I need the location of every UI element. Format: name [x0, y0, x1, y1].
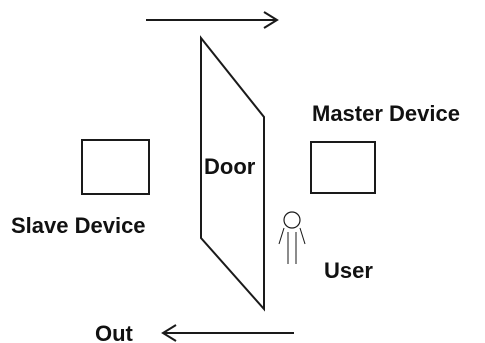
slave-device-box — [81, 139, 150, 195]
arrow-left-icon — [161, 324, 294, 342]
stick-figure-icon — [278, 211, 306, 264]
master-device-label: Master Device — [312, 101, 460, 126]
master-device-box — [310, 141, 376, 194]
slave-device-label: Slave Device — [11, 213, 146, 238]
door-label: Door — [204, 154, 256, 179]
out-label: Out — [95, 321, 134, 343]
user-label: User — [324, 258, 373, 283]
door-shape — [200, 35, 265, 312]
arrow-right-icon — [146, 11, 279, 29]
